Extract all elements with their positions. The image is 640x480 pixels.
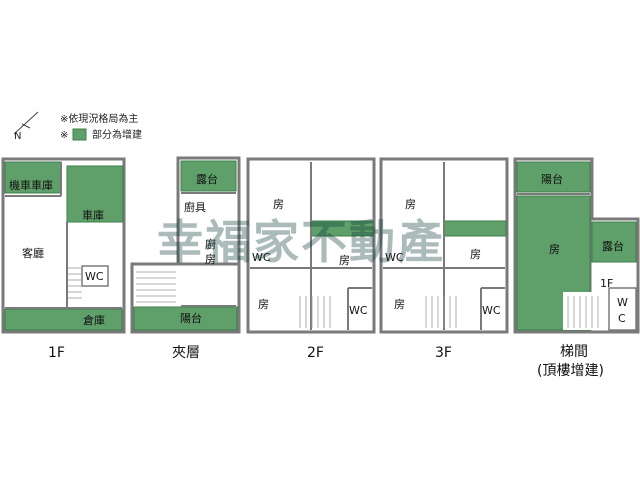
stair-terrace-area xyxy=(591,221,637,263)
floor-3f: 房 WC 房 房 WC 3F xyxy=(379,157,509,361)
floor-title-stair-1: 梯間 xyxy=(560,344,588,360)
floor-title-mezzanine: 夾層 xyxy=(172,345,200,361)
floor-title-1f: 1F xyxy=(48,345,65,361)
floor-3f-extension-strip xyxy=(443,220,507,237)
mezz-top-balcony-area xyxy=(180,160,237,192)
room-label-living: 客廳 xyxy=(22,246,44,260)
room-label-stair-balcony: 陽台 xyxy=(541,172,563,186)
room-label-3f-wc-b: WC xyxy=(482,304,501,317)
compass-label: N xyxy=(14,131,21,142)
room-label-storage: 倉庫 xyxy=(83,313,105,327)
room-label-2f-wc-a: WC xyxy=(252,251,271,264)
room-label-stair-wc-2: C xyxy=(618,312,626,325)
legend-note-extension: 部分為增建 xyxy=(92,128,142,141)
room-label-2f-room-b: 房 xyxy=(339,254,350,267)
room-label-3f-room-b: 房 xyxy=(470,248,481,261)
room-label-stair-1f: 1F xyxy=(600,277,613,290)
legend-note-mark: ※ xyxy=(60,130,68,141)
floor-2f: 房 WC 房 房 WC 2F xyxy=(246,157,376,361)
floor-title-2f: 2F xyxy=(307,345,324,361)
legend: N ※依現況格局為主 ※ 部分為增建 xyxy=(13,111,142,142)
room-label-stair-terrace: 露台 xyxy=(602,239,624,253)
floor-stairwell: 陽台 房 露台 1F W C 梯間 (頂樓增建) xyxy=(513,157,640,379)
room-label-stair-room: 房 xyxy=(549,243,560,256)
room-label-mezz-balcony: 陽台 xyxy=(180,311,202,325)
room-label-3f-wc-a: WC xyxy=(385,251,404,264)
stair-balcony-area xyxy=(516,161,591,193)
room-label-3f-room-a: 房 xyxy=(405,198,416,211)
room-label-moto-garage: 機車車庫 xyxy=(9,178,53,192)
legend-extension-swatch xyxy=(72,128,87,141)
legend-note-current: ※依現況格局為主 xyxy=(60,112,138,125)
moto-garage-area xyxy=(4,161,62,194)
watermark: 幸福家不動產 xyxy=(157,215,445,269)
compass-icon: N xyxy=(13,111,39,142)
floor-mezzanine: 露台 廚具 廚 房 陽台 夾層 xyxy=(130,156,241,361)
room-label-3f-room-c: 房 xyxy=(394,298,405,311)
room-label-kitchen-1: 廚 xyxy=(205,237,216,251)
floor-title-stair-2: (頂樓增建) xyxy=(537,363,604,379)
garage-area xyxy=(66,165,124,223)
room-label-stair-wc-1: W xyxy=(617,296,628,309)
room-label-garage: 車庫 xyxy=(82,208,104,222)
floor-1f: 機車車庫 車庫 客廳 WC 倉庫 1F xyxy=(1,157,126,361)
room-label-kitchen-2: 房 xyxy=(205,253,216,266)
room-label-2f-room-c: 房 xyxy=(258,298,269,311)
room-label-2f-room-a: 房 xyxy=(273,198,284,211)
room-label-mezz-top-balcony: 露台 xyxy=(196,172,218,186)
room-label-wc: WC xyxy=(85,270,104,283)
room-label-cabinet: 廚具 xyxy=(184,200,206,214)
room-label-2f-wc-b: WC xyxy=(349,304,368,317)
floor-title-3f: 3F xyxy=(435,345,452,361)
